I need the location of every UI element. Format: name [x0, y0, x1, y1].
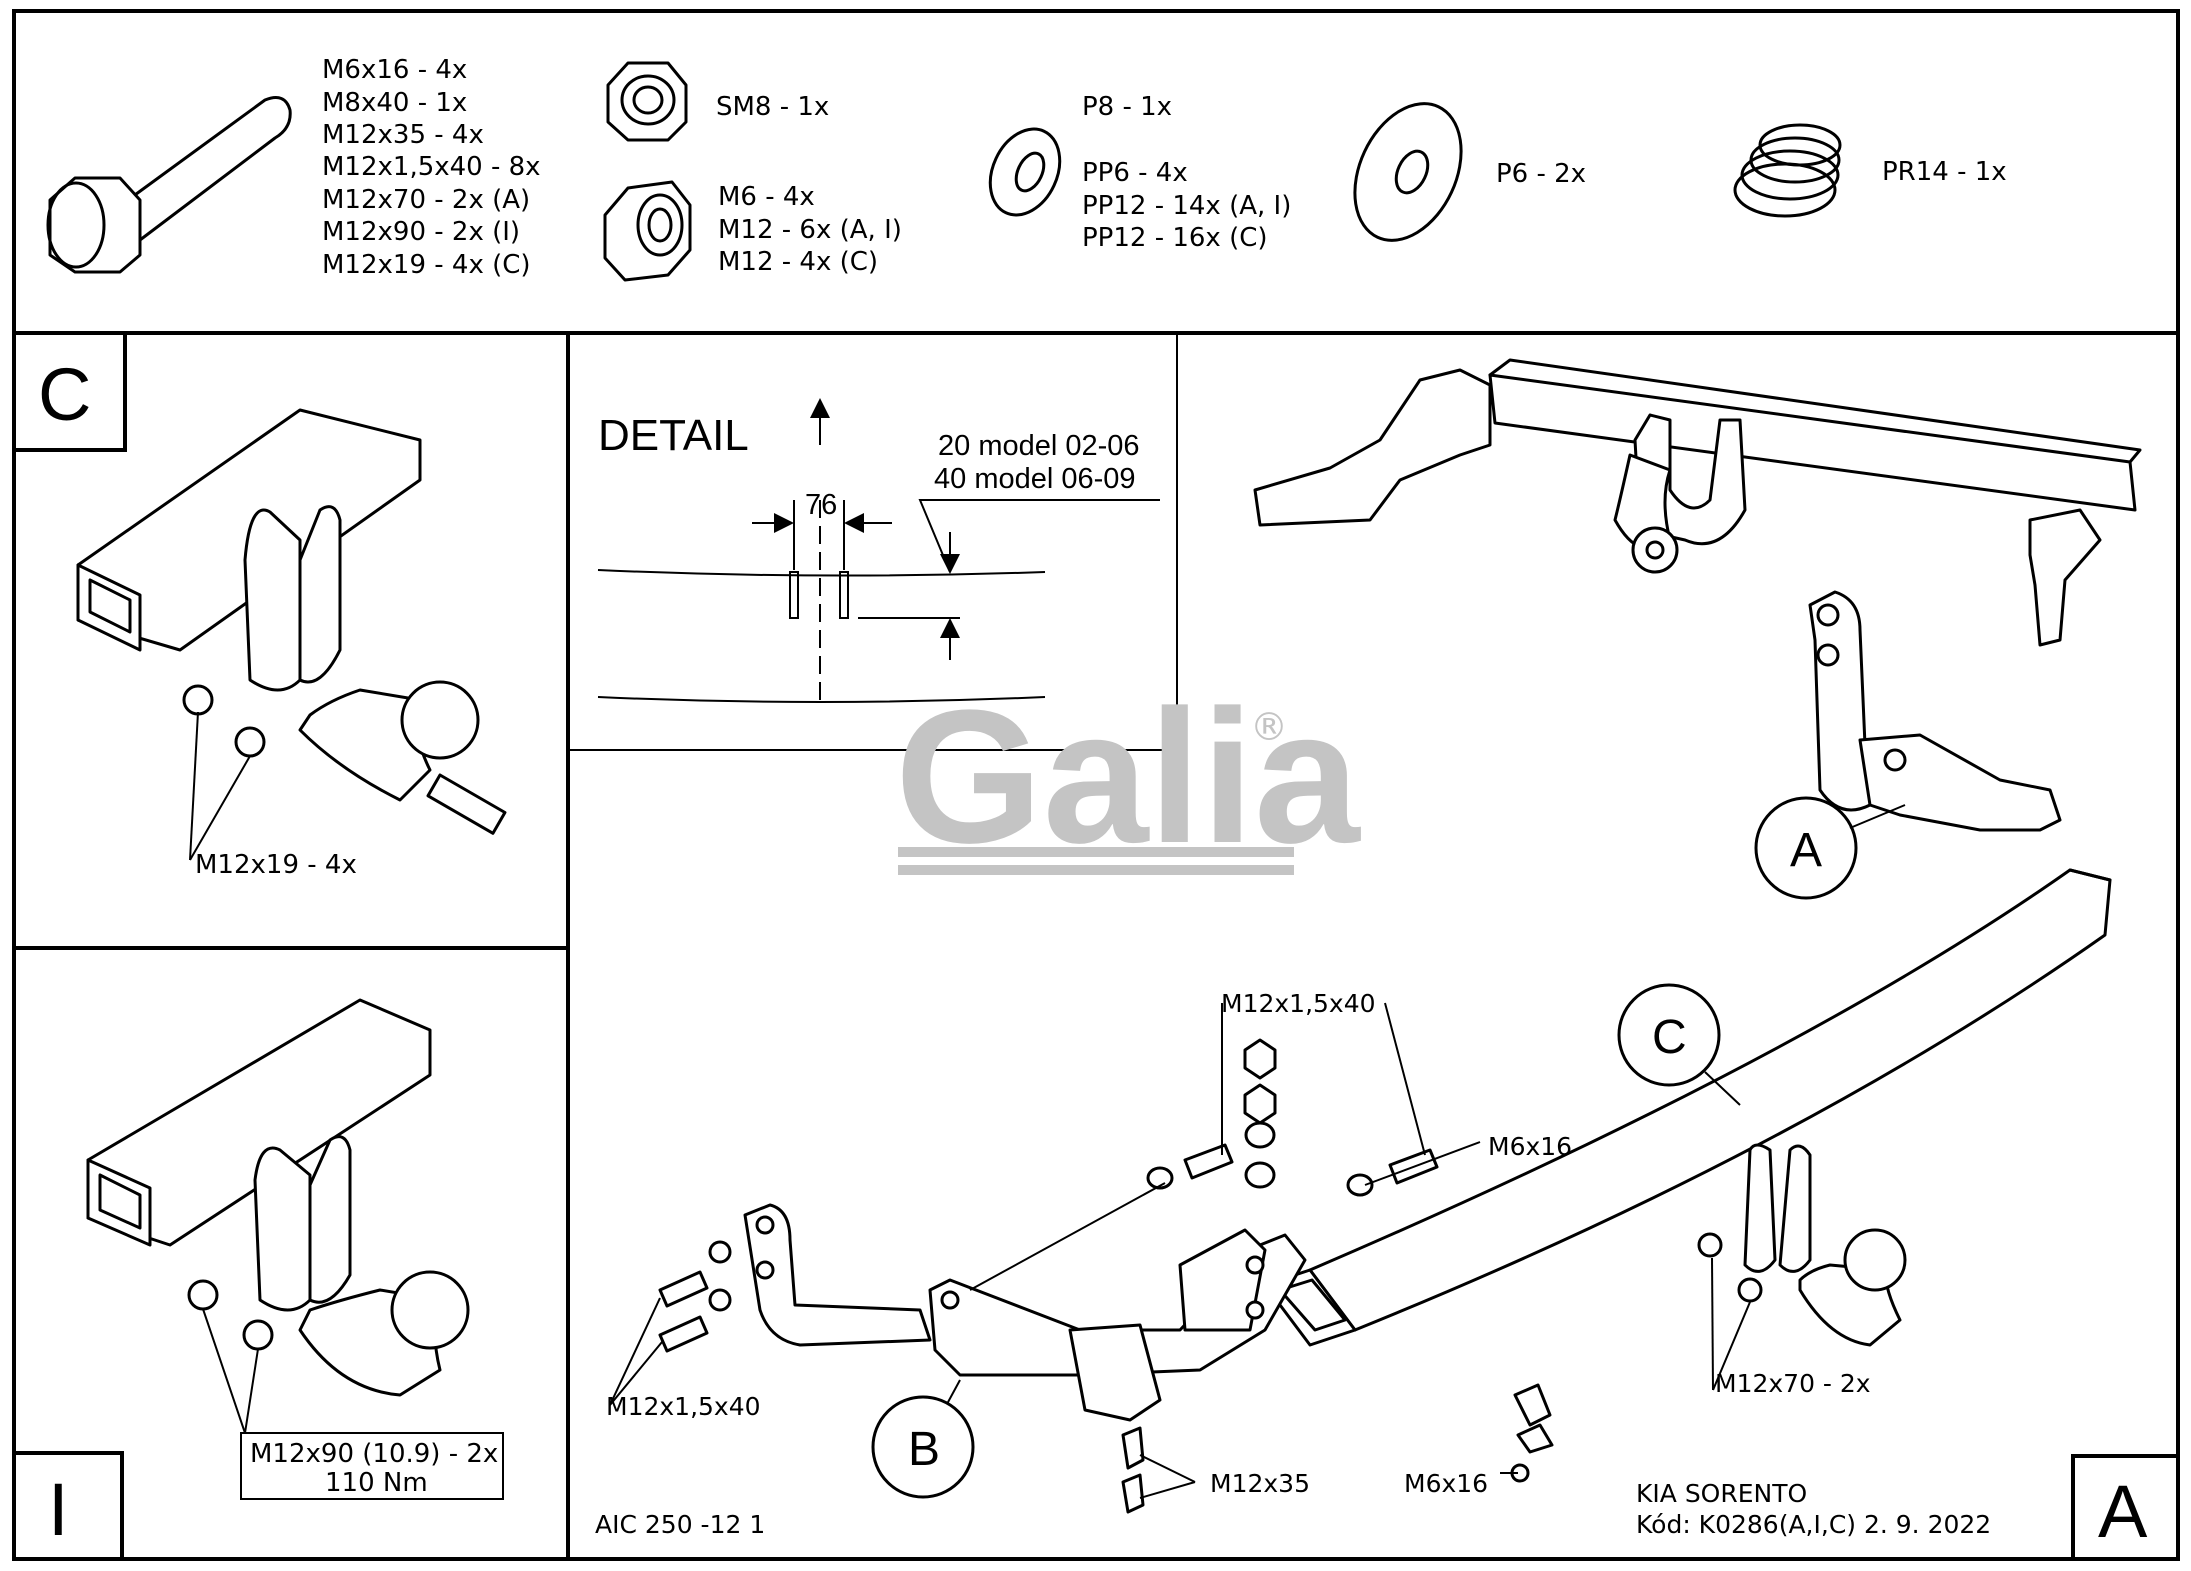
callout-c: C — [1617, 983, 1741, 1106]
side-bracket-a — [1808, 590, 2062, 832]
panel-i-bolt-label: M12x90 (10.9) - 2x — [250, 1439, 498, 1469]
washer-list-item: PP6 - 4x — [1082, 158, 1188, 188]
nut-list-item: M6 - 4x — [718, 182, 815, 212]
vehicle-name: KIA SORENTO — [1636, 1479, 1807, 1508]
bolt-icons-lower — [1121, 1383, 1554, 1514]
svg-text:C: C — [1652, 1011, 1687, 1064]
towbar-tube — [1263, 868, 2112, 1347]
spring-washer-icon — [1733, 123, 1842, 218]
title-block: AIC 250 -12 1 KIA SORENTO Kód: K0286(A,I… — [595, 1470, 2148, 1553]
tow-ball-icon — [1697, 1143, 1907, 1347]
bolt-list-item: M6x16 - 4x — [322, 55, 467, 85]
tow-bracket — [253, 1135, 352, 1312]
large-washer-icon — [1353, 102, 1463, 242]
panel-i-torque-label: 110 Nm — [325, 1468, 428, 1498]
panel-letter: A — [2098, 1470, 2148, 1553]
registered-mark: ® — [1250, 705, 1288, 749]
detail-title: DETAIL — [598, 411, 749, 460]
vehicle-crossmember — [1253, 358, 2142, 647]
torque-label-box — [240, 1432, 504, 1500]
fastener-stack — [1243, 1038, 1277, 1189]
side-bracket-b — [743, 1203, 1307, 1422]
bolt-list-item: M12x90 - 2x (I) — [322, 217, 520, 247]
nut-icon — [603, 180, 692, 282]
detail-dimension: 76 — [805, 489, 837, 521]
washer-list-item: P8 - 1x — [1082, 92, 1172, 122]
self-locking-nut-icon — [606, 61, 688, 142]
m12x70-label: M12x70 - 2x — [1715, 1369, 1871, 1398]
panel-c-bolt-label: M12x19 - 4x — [195, 850, 357, 880]
panel-c: C M12x19 - 4x — [38, 353, 507, 880]
bolt-label-top: M12x1,5x40 — [1221, 989, 1376, 1018]
m6-label-lower: M6x16 — [1404, 1469, 1488, 1498]
panel-letter: I — [48, 1468, 69, 1551]
washer-list-item: PP12 - 14x (A, I) — [1082, 191, 1291, 221]
leader-lines — [609, 1002, 1751, 1499]
spring-washer-label: PR14 - 1x — [1882, 157, 2007, 187]
bolt-list-item: M12x70 - 2x (A) — [322, 185, 530, 215]
tow-ball-icon — [298, 1270, 470, 1397]
bolt-icons-upper — [1146, 1143, 1439, 1197]
main-assembly: A B C M12x1,5x40 M6x1 — [606, 358, 2142, 1514]
self-locking-nut-label: SM8 - 1x — [716, 92, 829, 122]
bolt-icon — [46, 96, 292, 274]
detail-note-1: 20 model 02-06 — [938, 430, 1140, 462]
detail-view: DETAIL 76 20 model 02-06 40 model 06-09 — [597, 398, 1160, 705]
bolt-list-item: M12x1,5x40 - 8x — [322, 152, 541, 182]
drawing-number: AIC 250 -12 1 — [595, 1510, 765, 1539]
bolt-list-item: M12x19 - 4x (C) — [322, 250, 531, 280]
bolt-list-item: M12x35 - 4x — [322, 120, 484, 150]
panel-i: I M12x90 (10.9) - 2x 110 Nm — [48, 998, 504, 1551]
svg-text:A: A — [1790, 824, 1822, 877]
tow-ball-icon — [298, 680, 507, 835]
m6-label-upper: M6x16 — [1488, 1132, 1572, 1161]
crossbar-tube — [86, 998, 432, 1247]
washer-list-item: PP12 - 16x (C) — [1082, 223, 1268, 253]
callout-b: B — [871, 1379, 975, 1499]
washer-icon — [988, 127, 1062, 217]
tow-bracket — [243, 505, 342, 692]
bolt-label-left: M12x1,5x40 — [606, 1392, 761, 1421]
panel-letter: C — [38, 353, 91, 436]
large-washer-label: P6 - 2x — [1496, 159, 1586, 189]
m12x35-label: M12x35 — [1210, 1469, 1310, 1498]
galia-logo: Galia ® — [895, 671, 1361, 883]
product-code: Kód: K0286(A,I,C) 2. 9. 2022 — [1636, 1510, 1991, 1539]
nut-list-item: M12 - 4x (C) — [718, 247, 878, 277]
svg-text:B: B — [908, 1423, 940, 1476]
parts-list: M6x16 - 4x M8x40 - 1x M12x35 - 4x M12x1,… — [46, 55, 2007, 282]
bolt-list-item: M8x40 - 1x — [322, 88, 467, 118]
nut-list-item: M12 - 6x (A, I) — [718, 215, 902, 245]
bolt-icons-left — [658, 1240, 732, 1353]
sheet-frame — [12, 9, 2180, 1561]
detail-note-2: 40 model 06-09 — [934, 463, 1136, 495]
callout-a: A — [1754, 796, 1906, 900]
